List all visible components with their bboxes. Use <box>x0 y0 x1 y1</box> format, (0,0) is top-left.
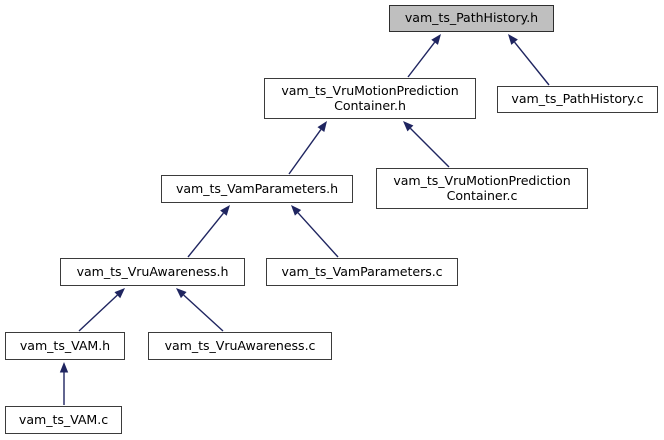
dependency-edge-arrowhead <box>317 121 327 132</box>
graph-node-vam_c[interactable]: vam_ts_VAM.c <box>5 406 122 434</box>
graph-node-label: vam_ts_VAM.h <box>19 337 111 353</box>
graph-node-vru_awareness_h[interactable]: vam_ts_VruAwareness.h <box>60 258 245 286</box>
graph-node-label: vam_ts_VamParameters.c <box>281 263 443 279</box>
dependency-edge-line <box>407 41 436 78</box>
dependency-edge-arrowhead <box>59 362 69 373</box>
graph-node-vru_awareness_c[interactable]: vam_ts_VruAwareness.c <box>148 332 332 360</box>
graph-node-label: vam_ts_VAM.c <box>18 411 109 427</box>
dependency-edge-arrowhead <box>114 288 125 299</box>
graph-node-vam_parameters_c[interactable]: vam_ts_VamParameters.c <box>266 258 458 286</box>
dependency-edge-line <box>187 212 224 258</box>
graph-node-label: vam_ts_VruMotionPrediction Container.h <box>281 83 459 113</box>
dependency-edge-line <box>514 41 550 86</box>
dependency-edge-arrowhead <box>508 34 518 45</box>
dependency-edge-line <box>78 294 118 332</box>
graph-node-label: vam_ts_VruAwareness.c <box>164 337 316 353</box>
graph-node-vru_motion_prediction_container_c[interactable]: vam_ts_VruMotionPrediction Container.c <box>376 168 588 209</box>
dependency-edge-line <box>409 127 450 168</box>
graph-node-path_history_c[interactable]: vam_ts_PathHistory.c <box>497 86 658 113</box>
graph-node-vam_h[interactable]: vam_ts_VAM.h <box>5 332 125 360</box>
dependency-edge-arrowhead <box>176 288 187 299</box>
dependency-edge-line <box>297 212 339 258</box>
dependency-edge-line <box>288 129 322 175</box>
graph-node-label: vam_ts_VruMotionPrediction Container.c <box>393 173 571 203</box>
dependency-edge-line <box>183 294 224 332</box>
graph-node-vam_parameters_h[interactable]: vam_ts_VamParameters.h <box>161 175 353 203</box>
graph-node-path_history_h[interactable]: vam_ts_PathHistory.h <box>389 5 554 32</box>
dependency-edge-arrowhead <box>220 205 230 216</box>
graph-node-label: vam_ts_PathHistory.h <box>404 10 539 26</box>
dependency-edge-arrowhead <box>291 205 302 216</box>
dependency-edge-arrowhead <box>403 121 414 132</box>
graph-node-label: vam_ts_PathHistory.c <box>511 91 644 107</box>
dependency-edge-arrowhead <box>431 34 441 45</box>
graph-node-label: vam_ts_VruAwareness.h <box>76 263 229 279</box>
graph-node-vru_motion_prediction_container_h[interactable]: vam_ts_VruMotionPrediction Container.h <box>264 78 476 119</box>
graph-node-label: vam_ts_VamParameters.h <box>175 180 339 196</box>
